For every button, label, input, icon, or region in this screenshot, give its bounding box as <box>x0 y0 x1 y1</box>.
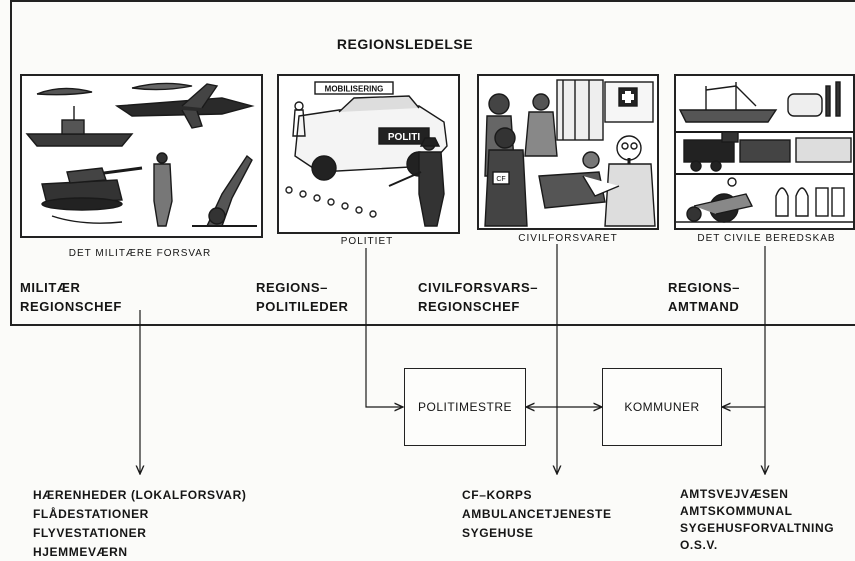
military-drawing <box>25 82 257 227</box>
police-arrow <box>365 248 403 407</box>
diagram-title: REGIONSLEDELSE <box>336 36 474 52</box>
regional-command-frame <box>10 0 855 326</box>
civil-defence-illustration: CF <box>477 74 659 230</box>
civil-defence-drawing: CF <box>484 79 656 227</box>
panel-caption: POLITIET <box>340 236 394 247</box>
mobilization-sign-text: MOBILISERING <box>325 85 384 94</box>
military-units-list: HÆRENHEDER (LOKALFORSVAR)FLÅDESTATIONER … <box>33 488 247 559</box>
civil-defence-regional-chief: CIVILFORSVARS–REGIONSCHEF <box>418 280 539 314</box>
police-drawing: MOBILISERING POLITI <box>285 81 448 227</box>
panel-caption: DET CIVILE BEREDSKAB <box>697 233 836 244</box>
police-car-text: POLITI <box>388 132 420 143</box>
military-illustration <box>20 74 263 238</box>
police-districts-box: POLITIMESTRE <box>404 368 526 446</box>
regional-prefect: REGIONS–AMTMAND <box>668 280 740 314</box>
municipalities-box: KOMMUNER <box>602 368 722 446</box>
police-illustration: MOBILISERING POLITI <box>277 74 460 234</box>
civil-preparedness-illustration <box>674 74 855 230</box>
panel-caption: CIVILFORSVARET <box>518 233 618 244</box>
civil-preparedness-drawing <box>676 81 853 223</box>
cf-badge-text: CF <box>496 176 505 183</box>
regional-police-chief: REGIONS–POLITILEDER <box>256 280 349 314</box>
panel-caption: DET MILITÆRE FORSVAR <box>68 248 212 259</box>
